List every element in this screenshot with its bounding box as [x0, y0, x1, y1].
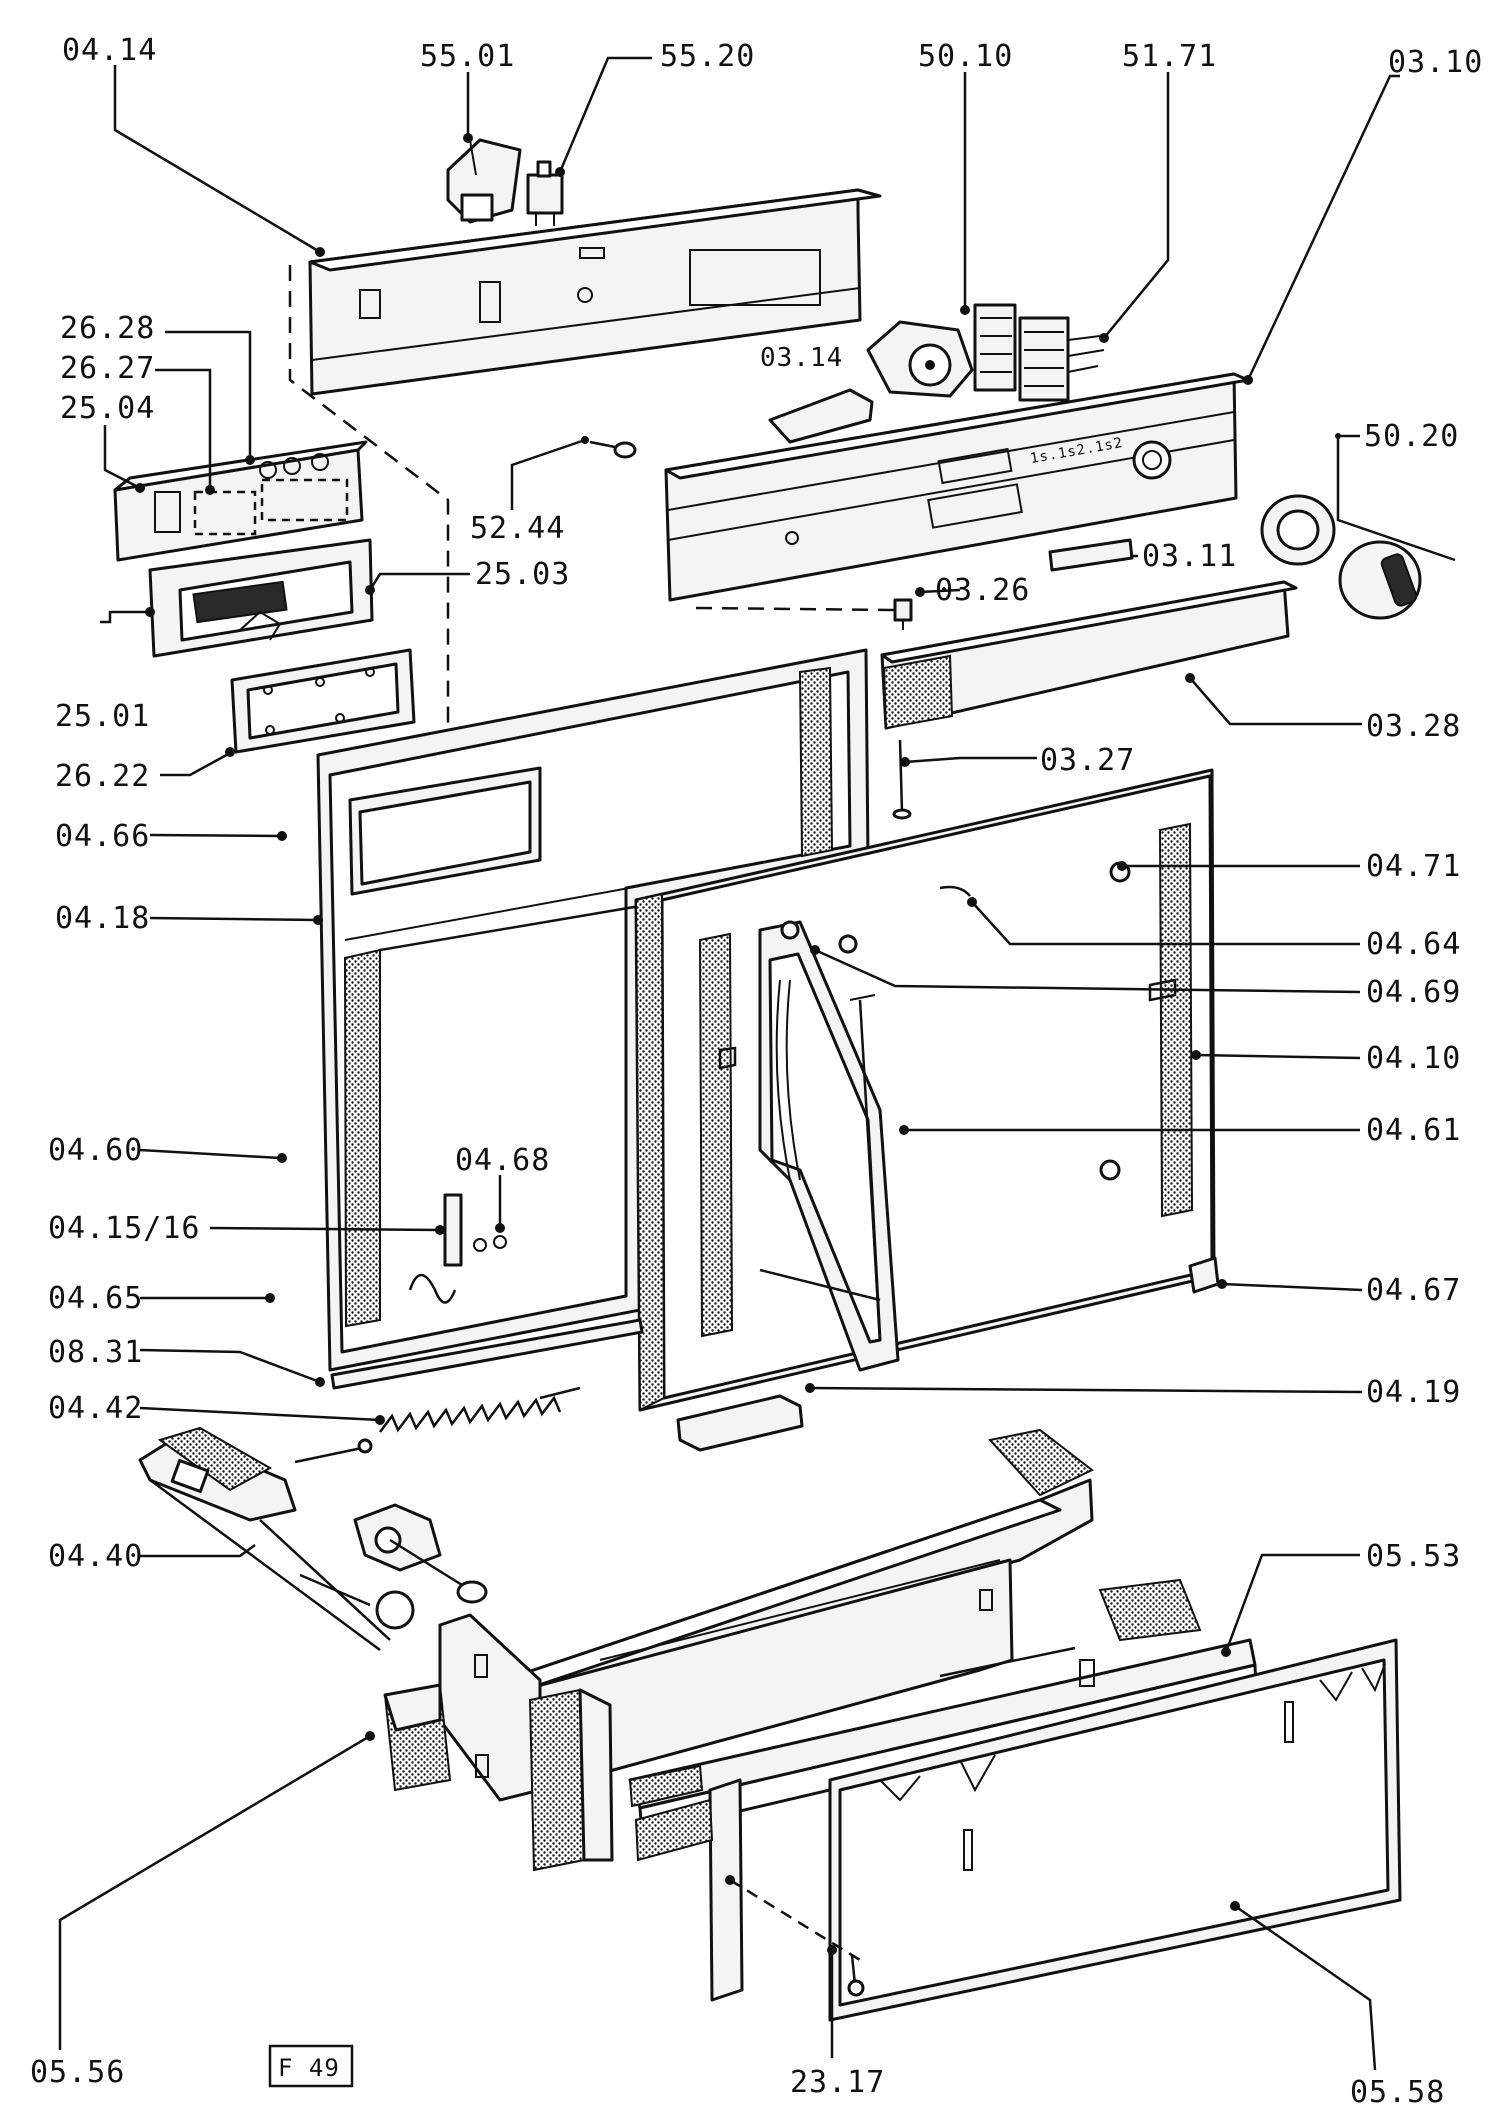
frame-04-18: [316, 648, 870, 1372]
label-05-56: 05.56: [30, 2055, 125, 2090]
figure-code: F 49: [278, 2054, 340, 2082]
label-26-22: 26.22: [55, 759, 150, 794]
timer-motor-50-10: [866, 303, 1017, 398]
label-03-26: 03.26: [935, 573, 1030, 608]
label-03-27: 03.27: [1040, 743, 1135, 778]
label-26-28: 26.28: [60, 311, 155, 346]
bulb-52-44: [589, 440, 637, 459]
label-05-53: 05.53: [1366, 1539, 1461, 1574]
top-bracket-04-14: [308, 188, 882, 396]
side-plate-right: [634, 1778, 744, 2002]
label-04-65: 04.65: [48, 1281, 143, 1316]
latch-04-15-16: [408, 1193, 507, 1304]
front-plate-05-58: [828, 1638, 1402, 2022]
label-26-27: 26.27: [60, 351, 155, 386]
label-05-58: 05.58: [1350, 2075, 1445, 2110]
label-25-04: 25.04: [60, 391, 155, 426]
end-bracket-05-56: [383, 1613, 542, 1802]
label-25-03: 25.03: [475, 557, 570, 592]
label-08-31: 08.31: [48, 1335, 143, 1370]
bracket-04-40: [138, 1426, 488, 1652]
switch-55-20: [526, 160, 564, 226]
label-04-40: 04.40: [48, 1539, 143, 1574]
label-03-10: 03.10: [1388, 45, 1483, 80]
control-panel-03-10: 1s.1s2.1s2: [664, 372, 1250, 602]
screw-23-17: [847, 1954, 865, 1997]
label-23-17: 23.17: [790, 2065, 885, 2100]
part-04-19: [676, 1394, 804, 1452]
label-03-14: 03.14: [760, 343, 843, 373]
part-03-11: [1048, 538, 1134, 572]
label-04-69: 04.69: [1366, 975, 1461, 1010]
spring-04-42: [379, 1386, 581, 1433]
label-52-44: 52.44: [470, 511, 565, 546]
trim-strip-03-28: [880, 580, 1298, 730]
leader-lines: [58, 56, 1456, 2071]
base-rail-upper: [508, 1428, 1094, 1792]
label-04-19: 04.19: [1366, 1375, 1461, 1410]
rod-08-31: [330, 1318, 644, 1390]
switch-55-01: [446, 138, 522, 224]
label-04-71: 04.71: [1366, 849, 1461, 884]
control-module-26-28: [113, 440, 368, 562]
part-labels: 04.14 55.01 55.20 50.10 51.71 03.10 26.2…: [30, 33, 1483, 2110]
gasket-26-22: [230, 648, 416, 754]
label-04-10: 04.10: [1366, 1041, 1461, 1076]
label-04-60: 04.60: [48, 1133, 143, 1168]
guide-line-left: [288, 265, 450, 800]
part-03-14: [768, 388, 874, 444]
door-panel-04-10: [634, 768, 1216, 1412]
label-04-67: 04.67: [1366, 1273, 1461, 1308]
label-50-20: 50.20: [1364, 419, 1459, 454]
label-04-42: 04.42: [48, 1391, 143, 1426]
label-55-01: 55.01: [420, 39, 515, 74]
label-03-11: 03.11: [1142, 539, 1237, 574]
module-housing-25-01: [148, 538, 374, 658]
label-03-28: 03.28: [1366, 709, 1461, 744]
label-04-14: 04.14: [62, 33, 157, 68]
label-51-71: 51.71: [1122, 39, 1217, 74]
label-04-66: 04.66: [55, 819, 150, 854]
label-04-18: 04.18: [55, 901, 150, 936]
knob-50-20: [1260, 494, 1422, 620]
label-04-61: 04.61: [1366, 1113, 1461, 1148]
guide-line-control: [695, 606, 896, 612]
side-plate-left: [528, 1688, 614, 1872]
screw-03-27: [892, 739, 912, 820]
label-04-15-16: 04.15/16: [48, 1211, 201, 1246]
label-50-10: 50.10: [918, 39, 1013, 74]
label-25-01: 25.01: [55, 699, 150, 734]
part-03-26: [893, 598, 913, 630]
label-04-68: 04.68: [455, 1143, 550, 1178]
terminal-block-51-71: [1018, 316, 1105, 402]
part-04-67: [1188, 1256, 1220, 1294]
figure-code-box: F 49: [268, 2044, 354, 2088]
label-55-20: 55.20: [660, 39, 755, 74]
label-04-64: 04.64: [1366, 927, 1461, 962]
